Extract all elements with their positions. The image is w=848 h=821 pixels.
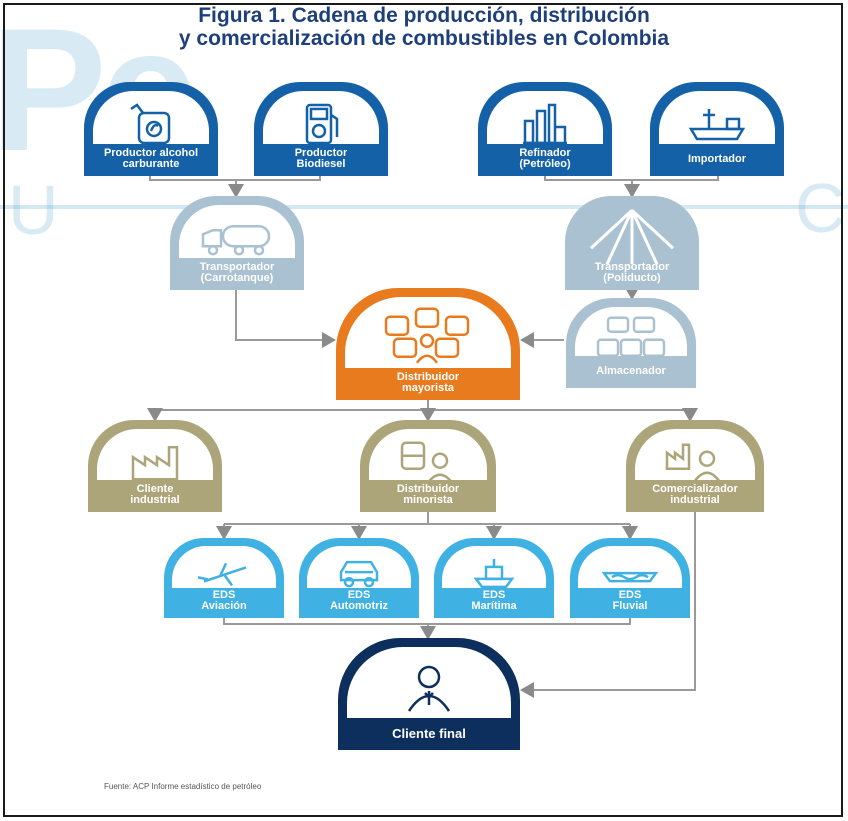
factory-person-icon xyxy=(665,443,720,482)
label-line1: Transportador xyxy=(199,261,275,273)
fuel-can-icon xyxy=(130,103,171,145)
boat-icon xyxy=(473,558,515,589)
label-line2: Fluvial xyxy=(612,600,648,612)
connector-importador xyxy=(632,174,719,181)
barrel-person-icon xyxy=(400,441,453,483)
connector-refinador xyxy=(544,174,632,181)
ship-icon xyxy=(688,108,746,141)
node-refinador: Refinador(Petróleo) xyxy=(478,82,612,176)
watermark-line xyxy=(0,205,848,209)
label-line2: (Poliducto) xyxy=(603,272,661,284)
node-transportador-poliducto: Transportador(Poliducto) xyxy=(565,196,699,290)
label-line2: Marítima xyxy=(471,600,517,612)
node-transportador-carrotanque: Transportador(Carrotanque) xyxy=(170,196,304,290)
node-cliente-final: Cliente final xyxy=(338,638,520,750)
label-line1: Cliente xyxy=(136,483,174,495)
label-line2: (Carrotanque) xyxy=(200,272,274,284)
label-line2: industrial xyxy=(670,494,720,506)
label-line1: Almacenador xyxy=(596,364,666,377)
label-line1: EDS xyxy=(618,589,642,601)
node-almacenador: Almacenador xyxy=(566,298,696,388)
barrels-person-icon xyxy=(384,307,470,364)
car-icon xyxy=(339,560,379,588)
figure-title-line2: y comercialización de combustibles en Co… xyxy=(178,27,670,50)
storage-barrels-icon xyxy=(596,316,666,357)
node-importador: Importador xyxy=(650,82,784,176)
person-icon xyxy=(407,665,451,712)
connector-biodiesel xyxy=(236,174,321,181)
figure-frame xyxy=(3,3,843,817)
label-line1: Productor xyxy=(294,147,348,159)
label-line1: EDS xyxy=(347,589,371,601)
watermark-c: C xyxy=(795,169,846,247)
connector-carrotanque-mayorista xyxy=(235,290,336,348)
connector-alcohol xyxy=(149,174,236,181)
label-line1: Distribuidor xyxy=(396,371,460,383)
label-line1: Refinador xyxy=(519,147,571,159)
fuel-pump-icon xyxy=(305,103,339,145)
label-line1: Comercializador xyxy=(652,483,738,495)
label-line2: Automotriz xyxy=(329,600,389,612)
label-line2: minorista xyxy=(403,494,453,506)
label-line1: Distribuidor xyxy=(396,483,460,495)
label-line2: carburante xyxy=(122,158,180,170)
label-line1: Productor alcohol xyxy=(103,147,199,159)
source-note: Fuente: ACP Informe estadístico de petró… xyxy=(104,782,262,791)
airplane-icon xyxy=(197,562,247,587)
refinery-icon xyxy=(523,103,567,145)
label-line2: mayorista xyxy=(402,382,454,394)
label-line1: Importador xyxy=(687,152,747,165)
connector-comercializador-final xyxy=(520,512,696,698)
label-line2: Biodiesel xyxy=(296,158,346,170)
label-line1: EDS xyxy=(212,589,236,601)
label-line1: Cliente final xyxy=(392,725,466,741)
label-line2: Aviación xyxy=(201,600,247,612)
label-line2: (Petróleo) xyxy=(519,158,571,170)
label-line1: EDS xyxy=(482,589,506,601)
pipeline-icon xyxy=(589,209,675,265)
river-boat-icon xyxy=(602,571,658,583)
tanker-truck-icon xyxy=(201,224,271,256)
label-line1: Transportador xyxy=(594,261,670,273)
label-line2: industrial xyxy=(130,494,180,506)
factory-icon xyxy=(131,445,179,481)
figure-title-line1: Figura 1. Cadena de producción, distribu… xyxy=(198,4,650,27)
watermark-u: U xyxy=(8,171,59,249)
